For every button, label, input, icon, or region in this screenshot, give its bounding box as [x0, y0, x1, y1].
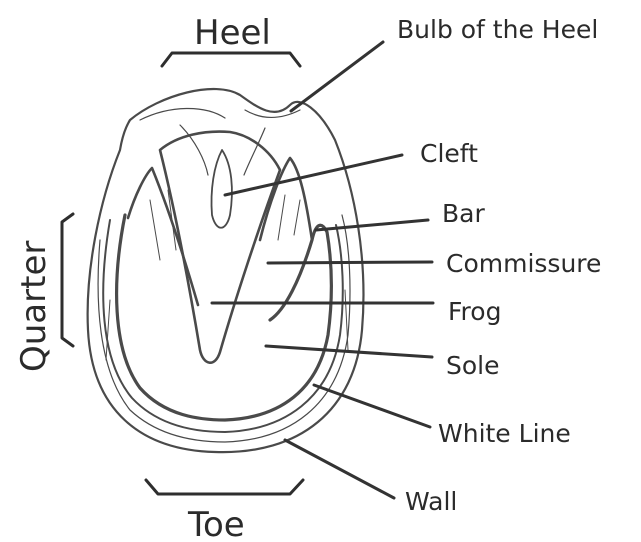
- bulb-of-the-heel-leader: [291, 42, 383, 111]
- sole-leader: [266, 346, 432, 357]
- wall-leader: [285, 440, 394, 498]
- sole-shape: [117, 215, 332, 420]
- label-wall: Wall: [405, 487, 457, 516]
- label-quarter: Quarter: [14, 241, 54, 372]
- label-heel: Heel: [194, 13, 271, 53]
- cleft-shape: [211, 150, 231, 228]
- label-toe: Toe: [187, 505, 245, 542]
- label-white-line: White Line: [438, 419, 571, 448]
- commissure-leader: [268, 262, 432, 263]
- right-bar-shape: [260, 158, 312, 240]
- bar-leader: [316, 220, 428, 230]
- label-bar: Bar: [442, 199, 485, 228]
- toe-brace: [146, 480, 303, 494]
- quarter-brace: [62, 214, 73, 346]
- frog-shape: [160, 132, 280, 363]
- labels: Heel Bulb of the Heel Cleft Bar Commissu…: [14, 13, 601, 542]
- label-sole: Sole: [446, 351, 500, 380]
- label-commissure: Commissure: [446, 249, 601, 278]
- white-line-leader: [314, 385, 430, 427]
- label-cleft: Cleft: [420, 139, 478, 168]
- heel-brace: [162, 53, 300, 66]
- label-frog: Frog: [448, 297, 501, 326]
- hoof-illustration: [88, 89, 364, 452]
- label-bulb-of-the-heel: Bulb of the Heel: [397, 15, 598, 44]
- hoof-wall: [88, 89, 364, 452]
- cleft-leader: [225, 155, 402, 195]
